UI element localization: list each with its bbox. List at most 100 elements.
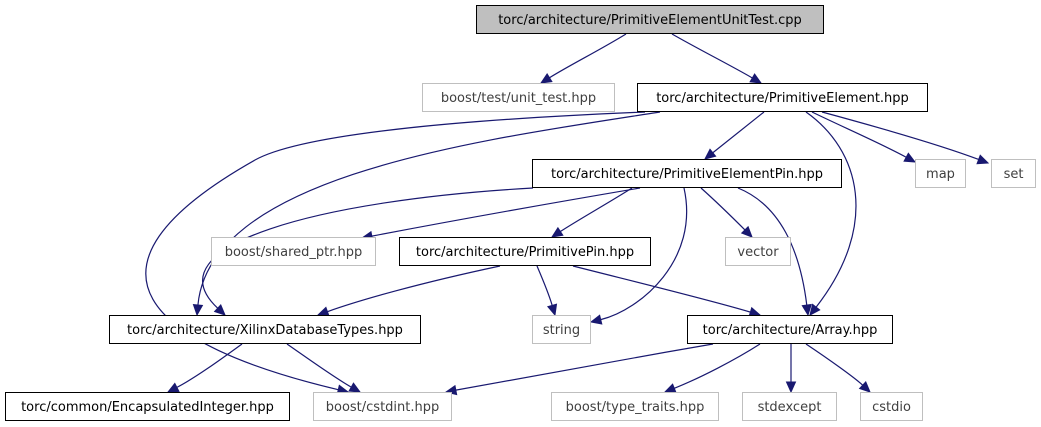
node-label: map <box>926 167 955 182</box>
edge-line <box>805 343 864 386</box>
edge-line <box>202 187 534 309</box>
node-box[interactable] <box>637 83 928 112</box>
edge-array-to-cstdio <box>805 343 871 393</box>
node-label: vector <box>737 245 779 260</box>
edge-xdb_types-to-encap_int <box>166 343 243 393</box>
node-box <box>551 392 719 421</box>
arrowhead-icon <box>809 303 821 316</box>
edge-prim_pin-to-string <box>536 265 558 317</box>
node-box[interactable] <box>532 159 842 188</box>
node-prim_elem_pin[interactable]: torc/architecture/PrimitiveElementPin.hp… <box>532 159 842 188</box>
edge-prim_elem_pin-to-xdb_types <box>202 187 534 316</box>
edge-prim_elem-to-prim_elem_pin <box>704 111 765 160</box>
edge-line <box>600 187 688 321</box>
node-prim_pin[interactable]: torc/architecture/PrimitivePin.hpp <box>399 237 651 266</box>
node-label: cstdio <box>872 400 911 415</box>
edge-line <box>811 111 907 158</box>
node-box[interactable] <box>399 237 651 266</box>
edge-line <box>455 343 714 391</box>
node-box[interactable] <box>687 315 893 344</box>
edge-line <box>327 265 501 313</box>
arrowhead-icon <box>740 225 753 238</box>
node-cstdio: cstdio <box>860 392 923 421</box>
arrowhead-icon <box>903 152 917 163</box>
edge-line <box>371 187 641 237</box>
node-xdb_types[interactable]: torc/architecture/XilinxDatabaseTypes.hp… <box>109 315 421 344</box>
node-box <box>422 83 615 112</box>
node-map: map <box>915 159 966 188</box>
node-box <box>991 159 1036 188</box>
arrowhead-icon <box>316 306 330 317</box>
edge-prim_elem_pin-to-string <box>589 187 688 325</box>
node-root[interactable]: torc/architecture/PrimitiveElementUnitTe… <box>476 5 824 34</box>
node-label: boost/shared_ptr.hpp <box>225 245 363 260</box>
node-box <box>742 392 837 421</box>
edge-line <box>712 111 765 154</box>
edge-line <box>286 343 352 388</box>
edge-line <box>197 111 661 306</box>
edge-line <box>674 343 761 389</box>
edges-layer <box>145 33 990 396</box>
arrowhead-icon <box>539 72 553 84</box>
node-stdexcept: stdexcept <box>742 392 837 421</box>
node-label[interactable]: torc/architecture/XilinxDatabaseTypes.hp… <box>127 323 403 338</box>
edge-prim_pin-to-xdb_types <box>316 265 501 317</box>
edge-line <box>560 187 633 233</box>
node-box <box>313 392 452 421</box>
node-string: string <box>532 315 591 344</box>
node-box <box>211 237 376 266</box>
node-prim_elem[interactable]: torc/architecture/PrimitiveElement.hpp <box>637 83 928 112</box>
node-label: boost/test/unit_test.hpp <box>441 91 596 106</box>
arrowhead-icon <box>858 380 871 393</box>
edge-root-to-unit_test <box>539 33 627 84</box>
arrowhead-icon <box>213 303 226 316</box>
arrowhead-icon <box>663 383 677 393</box>
node-label[interactable]: torc/architecture/PrimitiveElement.hpp <box>656 91 909 106</box>
edge-prim_elem-to-map <box>811 111 917 163</box>
node-unit_test: boost/test/unit_test.hpp <box>422 83 615 112</box>
node-box[interactable] <box>476 5 824 34</box>
node-label[interactable]: torc/architecture/Array.hpp <box>703 323 878 338</box>
node-encap_int[interactable]: torc/common/EncapsulatedInteger.hpp <box>5 392 290 421</box>
node-type_traits: boost/type_traits.hpp <box>551 392 719 421</box>
node-box <box>860 392 923 421</box>
node-box <box>725 237 791 266</box>
node-array[interactable]: torc/architecture/Array.hpp <box>687 315 893 344</box>
edge-line <box>176 343 243 388</box>
edge-prim_elem_pin-to-prim_pin <box>550 187 633 238</box>
edge-prim_elem-to-array <box>805 111 857 316</box>
edge-line <box>737 187 808 306</box>
arrowhead-icon <box>546 303 558 317</box>
node-box[interactable] <box>5 392 290 421</box>
edge-line <box>671 33 753 79</box>
edge-line <box>549 33 627 79</box>
node-shared_ptr: boost/shared_ptr.hpp <box>211 237 376 266</box>
edge-line <box>805 111 857 308</box>
arrowhead-icon <box>749 73 763 84</box>
node-label: string <box>543 323 580 338</box>
edge-prim_elem-to-set <box>821 111 990 165</box>
edge-line <box>821 111 979 161</box>
node-box <box>915 159 966 188</box>
node-label: boost/type_traits.hpp <box>566 400 705 415</box>
node-vector: vector <box>725 237 791 266</box>
node-label[interactable]: torc/common/EncapsulatedInteger.hpp <box>21 400 274 415</box>
node-label: stdexcept <box>758 400 822 415</box>
edge-xdb_types-to-cstdint <box>286 343 362 393</box>
arrowhead-icon <box>976 154 990 165</box>
node-label[interactable]: torc/architecture/PrimitiveElementPin.hp… <box>551 167 823 182</box>
edge-line <box>700 187 746 231</box>
node-box[interactable] <box>109 315 421 344</box>
arrowhead-icon <box>192 304 204 317</box>
arrowhead-icon <box>589 314 603 325</box>
node-set: set <box>991 159 1036 188</box>
arrowhead-icon <box>785 381 797 394</box>
node-label[interactable]: torc/architecture/PrimitiveElementUnitTe… <box>498 13 802 28</box>
arrowhead-icon <box>801 303 812 317</box>
node-cstdint: boost/cstdint.hpp <box>313 392 452 421</box>
arrowhead-icon <box>704 148 717 160</box>
arrowhead-icon <box>166 382 180 393</box>
node-label[interactable]: torc/architecture/PrimitivePin.hpp <box>416 245 634 260</box>
node-label: set <box>1004 167 1024 182</box>
